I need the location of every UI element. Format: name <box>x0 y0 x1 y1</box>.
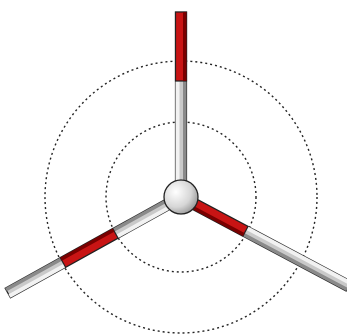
blade-lower-left <box>5 192 184 298</box>
hub-circle <box>164 180 198 214</box>
blade-lower-right <box>178 192 347 291</box>
blade-up <box>176 12 187 197</box>
